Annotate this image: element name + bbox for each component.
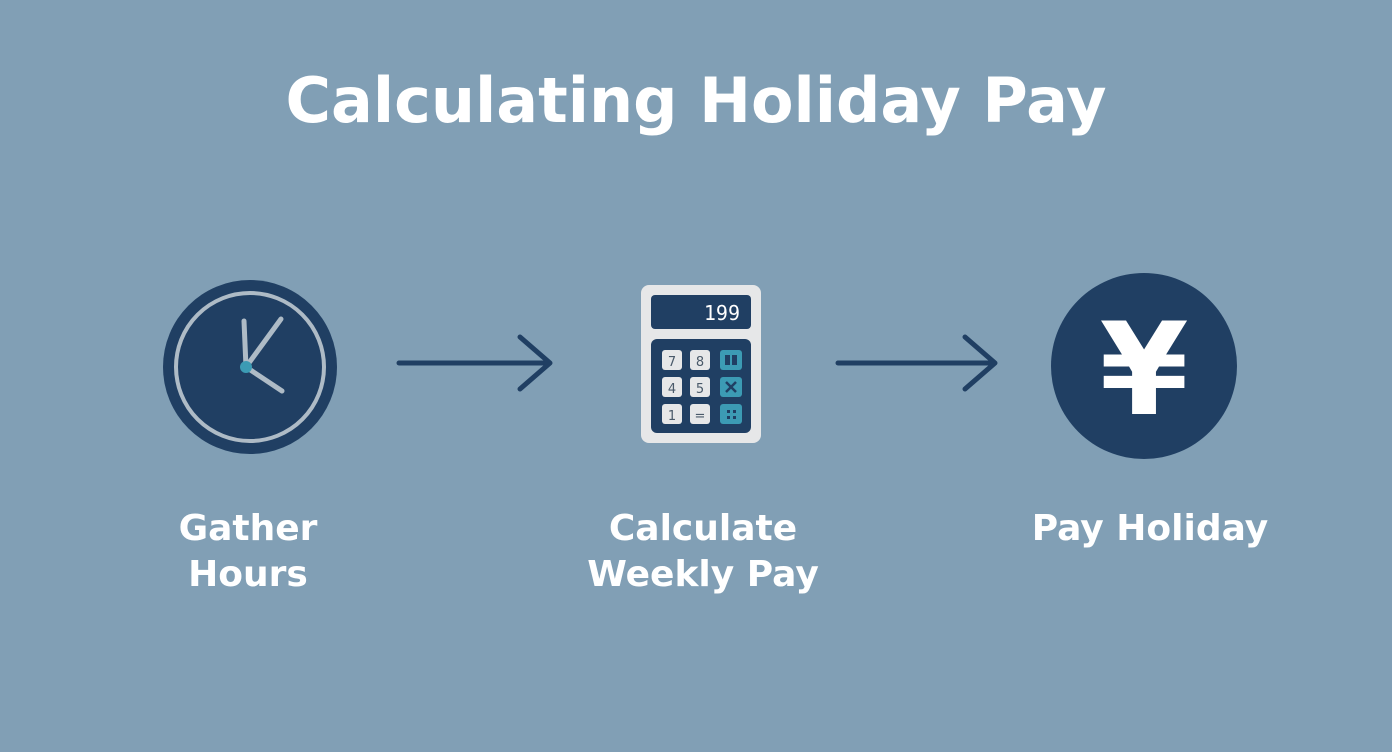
step-label-gather-hours: Gather Hours (118, 506, 378, 598)
calculator-key: 7 (668, 355, 676, 370)
calculator-key: 1 (668, 409, 676, 424)
calculator-icon: 199 7 8 4 5 1 = (640, 284, 762, 444)
step-label-line: Pay Holiday (1031, 508, 1269, 549)
step-label-line: Gather (178, 508, 318, 549)
calculator-key: = (695, 409, 706, 424)
calculator-key: 4 (668, 382, 676, 397)
yen-symbol: ¥ (1099, 296, 1188, 445)
diagram-title: Calculating Holiday Pay (285, 64, 1107, 137)
step-label-calculate-weekly-pay: Calculate Weekly Pay (560, 506, 846, 598)
arrow-right-icon (835, 330, 1001, 400)
yen-icon: ¥ (1050, 272, 1238, 460)
calculator-display: 199 (704, 301, 740, 325)
step-label-line: Calculate (608, 508, 798, 549)
arrow-right-icon (396, 330, 556, 400)
clock-icon (162, 279, 338, 455)
calculator-key: 5 (696, 382, 704, 397)
step-label-line: Weekly Pay (587, 554, 819, 595)
step-label-line: Hours (188, 554, 308, 595)
step-label-pay-holiday: Pay Holiday (1010, 506, 1290, 552)
calculator-key: 8 (696, 355, 704, 370)
